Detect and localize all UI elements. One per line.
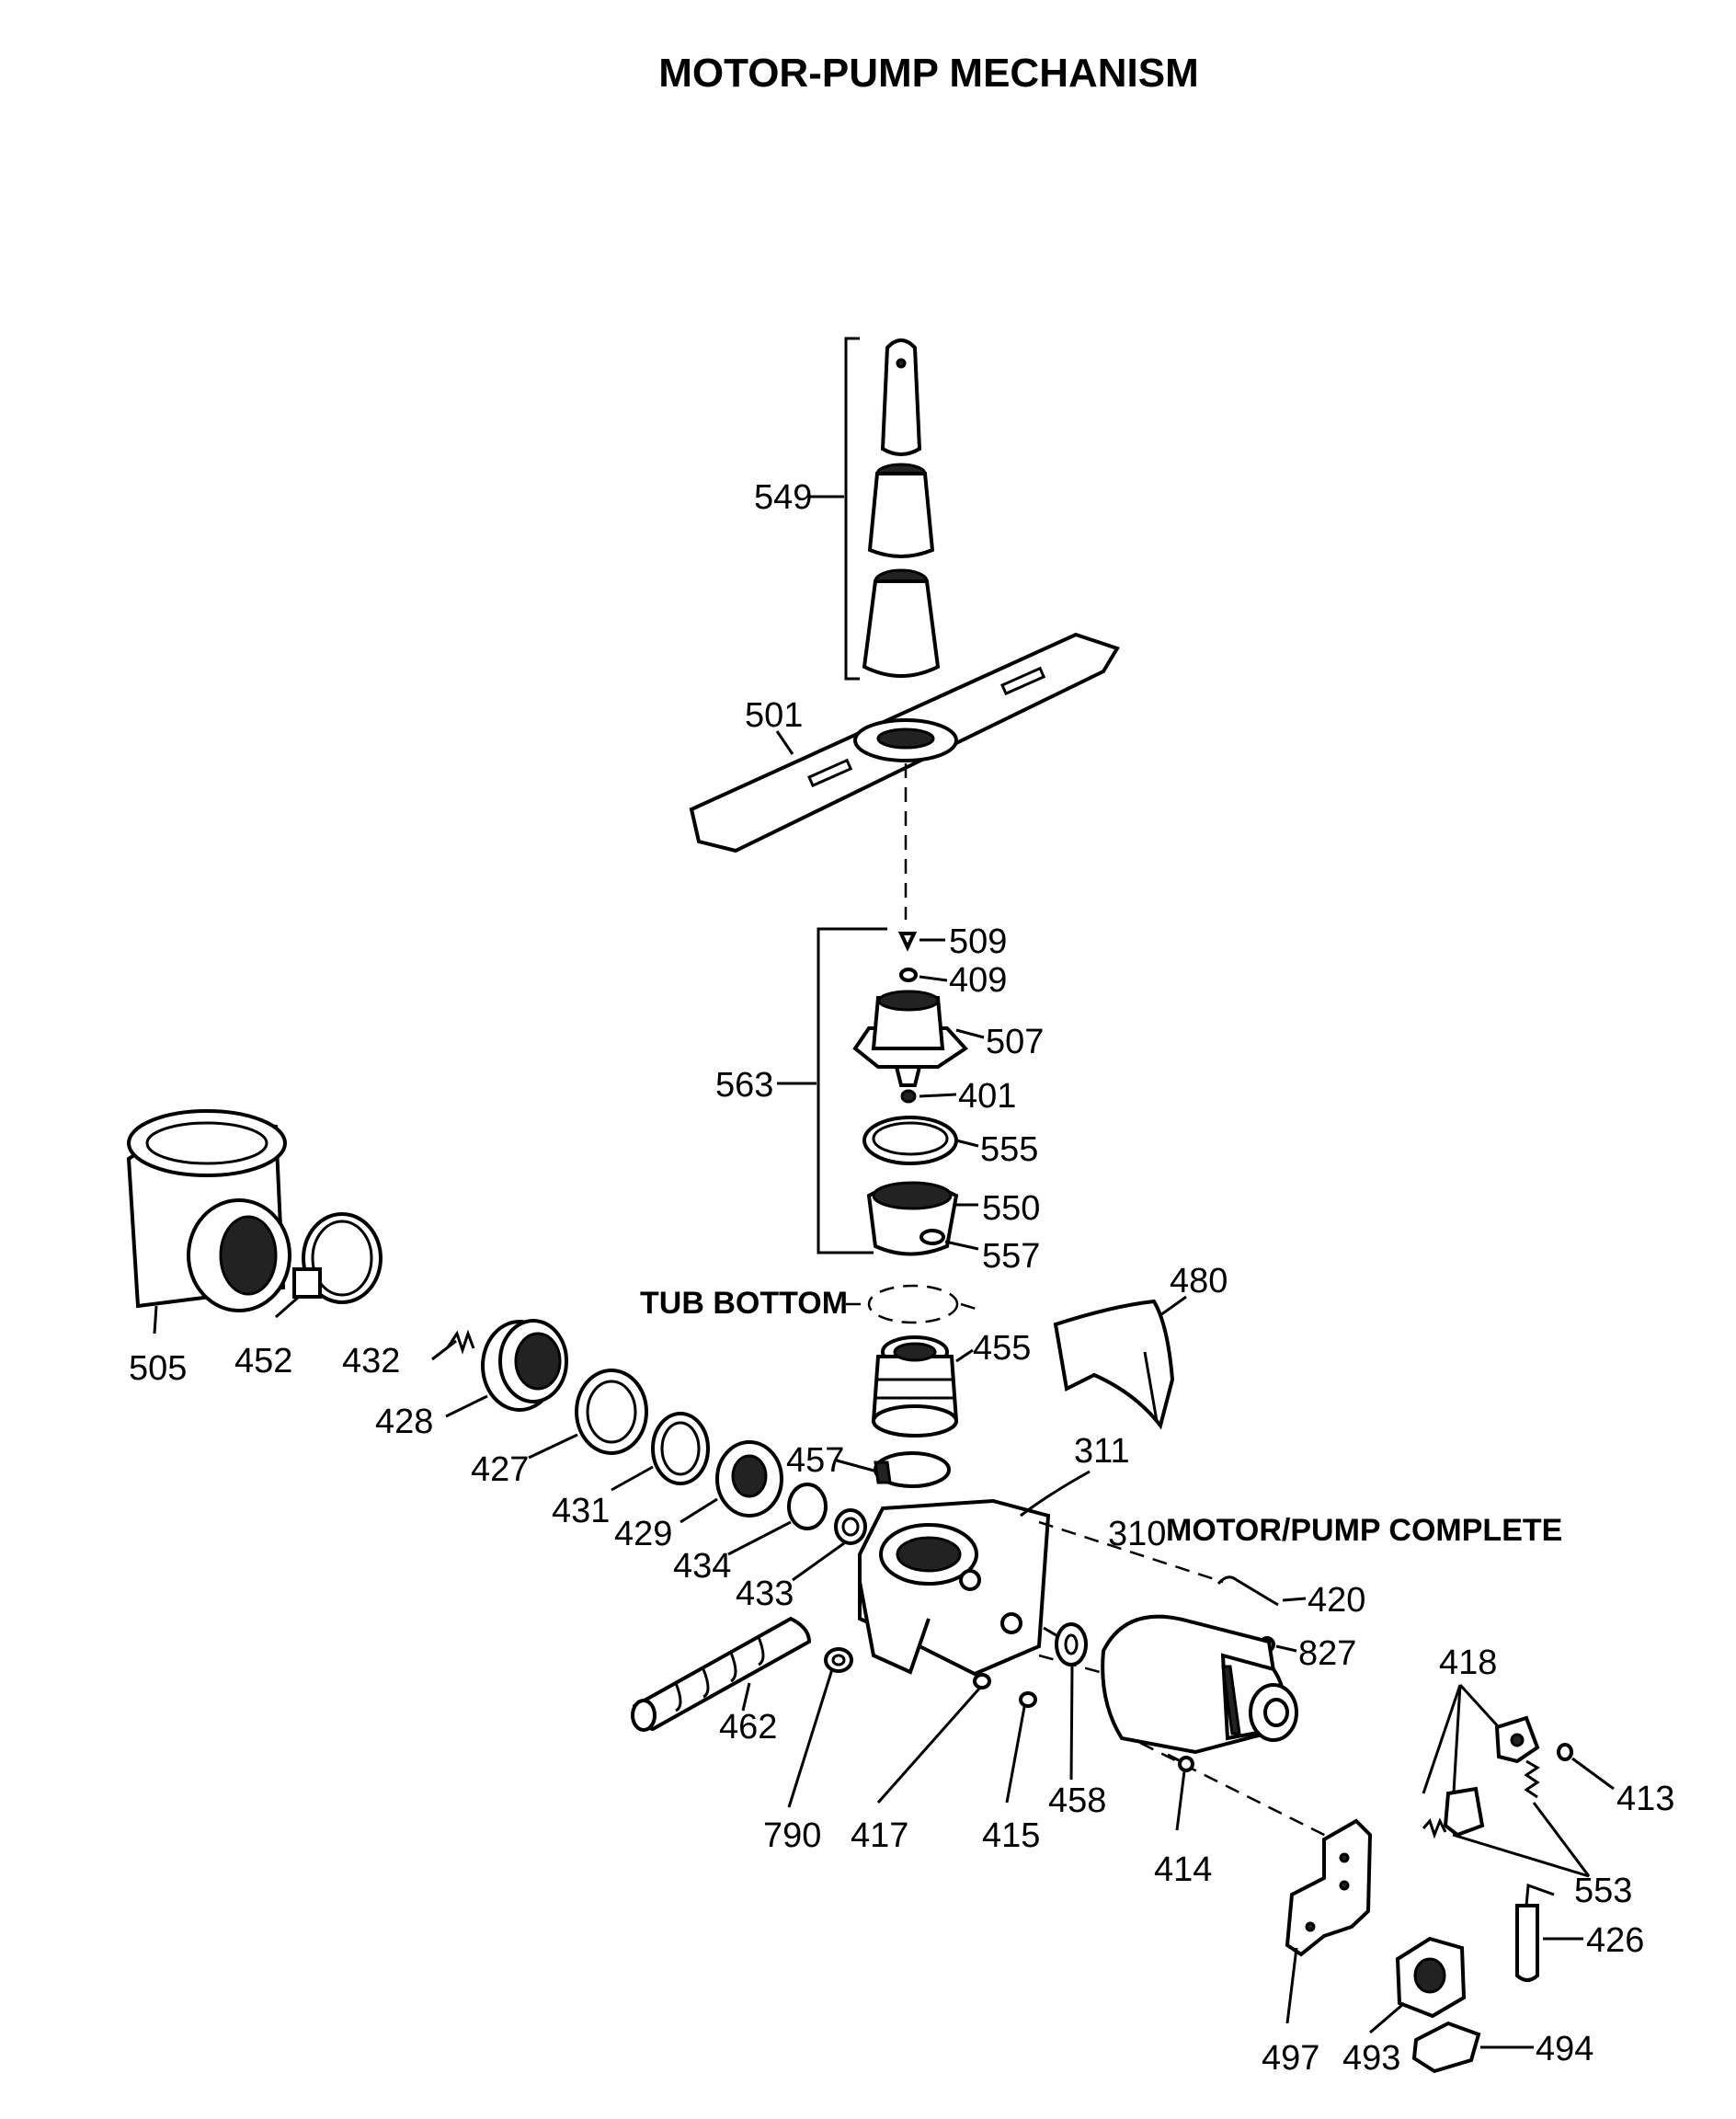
label-480: 480 [1170,1262,1228,1300]
label-434: 434 [673,1547,731,1586]
part-494 [1411,2021,1481,2074]
tub-bottom-opening [867,1284,959,1324]
label-431: 431 [552,1492,610,1530]
label-549: 549 [754,478,812,517]
tub-bottom-heading: TUB BOTTOM [640,1286,848,1321]
part-462-worm [631,1616,812,1732]
label-501: 501 [745,696,803,735]
part-790-clip [824,1647,853,1673]
part-434 [787,1483,828,1530]
part-493-solenoid [1395,1936,1467,2019]
label-563: 563 [715,1066,773,1105]
part-428-filter [481,1319,568,1412]
label-452: 452 [234,1342,292,1380]
label-505: 505 [129,1349,187,1388]
part-549-spray-tower [844,337,941,681]
part-553-spring [1524,1759,1540,1799]
part-509 [897,932,918,952]
label-311: 311 [1074,1432,1130,1471]
part-455-seal [871,1335,959,1437]
part-429-impeller [715,1440,783,1518]
part-311-pump-housing [858,1498,1051,1677]
label-310: 310 [1108,1515,1166,1553]
part-432-spring [446,1329,475,1355]
part-426-pin [1515,1883,1555,1982]
part-401 [900,1089,917,1104]
label-553: 553 [1574,1872,1632,1910]
part-458-seal [1043,1622,1088,1667]
label-497: 497 [1262,2039,1319,2078]
label-401: 401 [958,1077,1016,1116]
part-507-hub [852,990,969,1087]
label-509: 509 [949,922,1007,961]
label-555: 555 [980,1130,1038,1169]
label-426: 426 [1586,1921,1644,1960]
part-414-screw [1167,1753,1194,1772]
label-428: 428 [375,1403,433,1441]
part-409 [899,968,918,982]
part-457-clamp [874,1451,951,1488]
label-458: 458 [1048,1781,1106,1820]
part-415 [1019,1691,1037,1708]
label-455: 455 [973,1329,1031,1368]
label-493: 493 [1342,2039,1400,2078]
label-433: 433 [736,1575,794,1613]
label-507: 507 [986,1023,1044,1061]
part-420-wire [1216,1575,1279,1607]
label-417: 417 [851,1816,908,1855]
motor-pump-complete-heading: MOTOR/PUMP COMPLETE [1166,1513,1562,1548]
part-413 [1557,1743,1573,1761]
part-480-shroud [1053,1299,1175,1430]
label-429: 429 [614,1515,672,1553]
part-550-cup [866,1181,959,1256]
part-505-housing [126,1109,291,1312]
label-557: 557 [982,1237,1040,1276]
label-414: 414 [1154,1850,1212,1889]
label-418: 418 [1439,1644,1497,1682]
part-501-spray-arm [689,632,1120,853]
label-415: 415 [982,1816,1040,1855]
label-494: 494 [1536,2030,1593,2068]
label-413: 413 [1616,1780,1674,1818]
part-452-clamp [292,1212,383,1304]
label-550: 550 [982,1189,1040,1228]
label-409: 409 [949,961,1007,1000]
part-555-gasket [862,1116,958,1165]
label-427: 427 [471,1450,529,1489]
diagram-title: MOTOR-PUMP MECHANISM [658,51,1199,96]
part-431-ring [651,1412,710,1485]
part-motor [1101,1614,1298,1755]
part-497-bracket [1285,1818,1373,1957]
label-827: 827 [1298,1634,1356,1673]
label-790: 790 [763,1816,821,1855]
part-433 [834,1508,867,1545]
label-457: 457 [786,1441,844,1480]
label-462: 462 [719,1708,777,1747]
label-432: 432 [342,1342,400,1380]
part-418-switch-assembly [1422,1715,1540,1839]
part-427-ring [575,1369,648,1455]
part-417 [973,1673,991,1689]
label-420: 420 [1308,1581,1365,1620]
